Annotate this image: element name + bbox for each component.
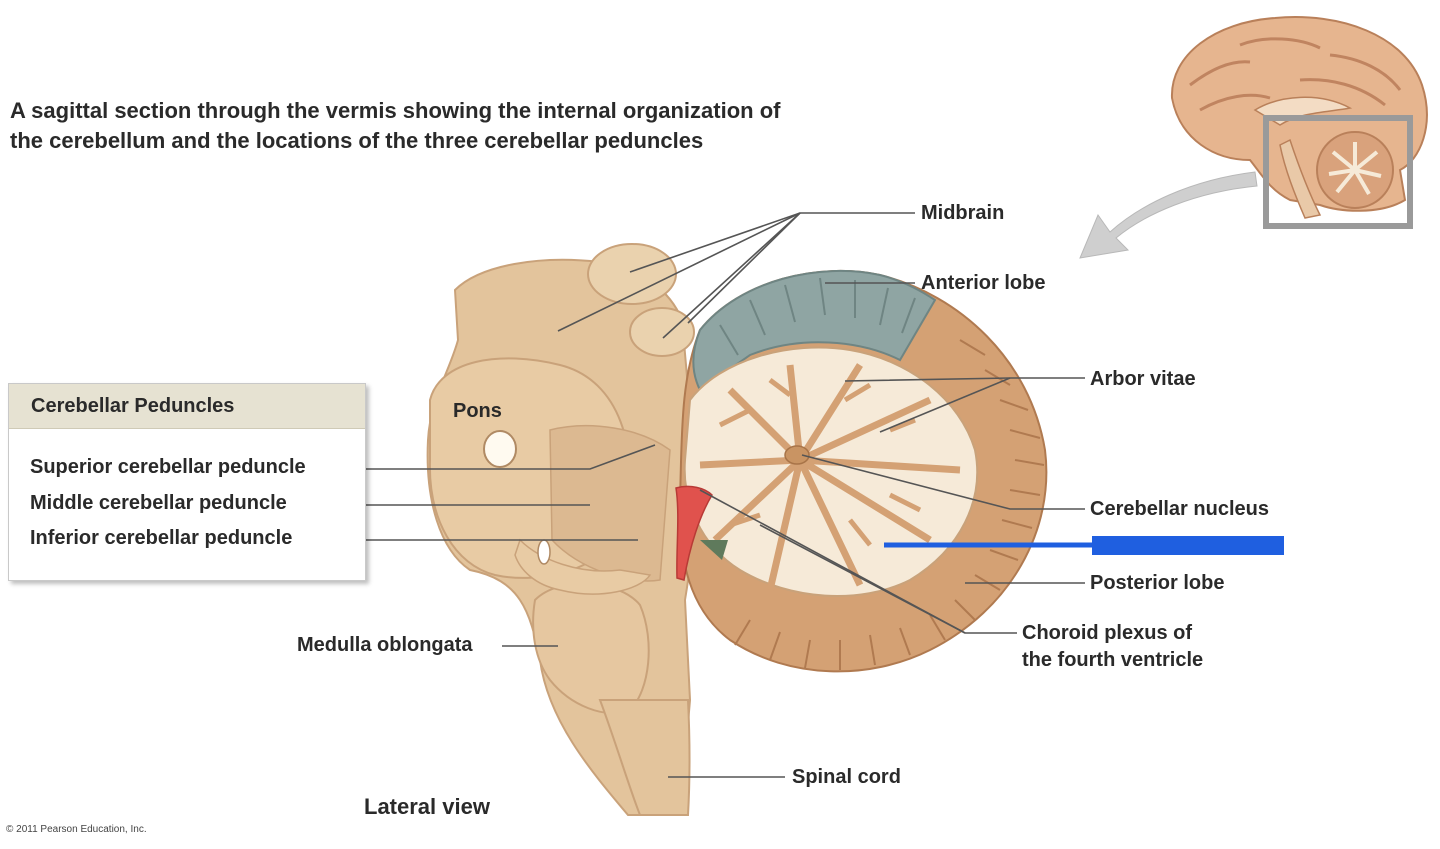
caption-line-2: the cerebellum and the locations of the … bbox=[10, 128, 704, 153]
choroid-plexus bbox=[675, 485, 713, 581]
inferior-colliculus bbox=[629, 307, 695, 357]
label-choroid-line-2: the fourth ventricle bbox=[1022, 649, 1204, 671]
spinal-cord bbox=[598, 699, 691, 816]
legend-item-inferior-peduncle: Inferior cerebellar peduncle bbox=[30, 527, 293, 549]
peduncles-title: Cerebellar Peduncles bbox=[9, 384, 365, 429]
label-spinal-cord: Spinal cord bbox=[792, 766, 901, 788]
label-arbor-vitae: Arbor vitae bbox=[1090, 368, 1196, 390]
caption-line-1: A sagittal section through the vermis sh… bbox=[10, 98, 781, 123]
label-midbrain: Midbrain bbox=[921, 202, 1005, 224]
label-medulla-oblongata: Medulla oblongata bbox=[297, 634, 473, 656]
label-pons: Pons bbox=[453, 400, 502, 422]
legend-item-superior-peduncle: Superior cerebellar peduncle bbox=[30, 456, 306, 478]
label-anterior-lobe: Anterior lobe bbox=[921, 272, 1046, 294]
label-lateral-view: Lateral view bbox=[364, 794, 490, 819]
orientation-arrow bbox=[1079, 171, 1258, 259]
inset-brain-thumbnail bbox=[1170, 16, 1428, 229]
peduncles-legend: Cerebellar Peduncles Superior cerebellar… bbox=[8, 383, 366, 581]
leader-lines bbox=[355, 212, 1085, 778]
anterior-lobe bbox=[692, 269, 937, 392]
label-posterior-lobe: Posterior lobe bbox=[1090, 572, 1225, 594]
peduncle-stalk bbox=[549, 425, 671, 582]
cerebellar-nucleus bbox=[784, 445, 810, 465]
label-cerebellar-nucleus: Cerebellar nucleus bbox=[1090, 498, 1269, 520]
label-choroid-line-1: Choroid plexus of bbox=[1022, 622, 1192, 644]
brainstem bbox=[426, 243, 697, 816]
figure-caption: A sagittal section through the vermis sh… bbox=[10, 96, 910, 156]
highlight-bar bbox=[1092, 536, 1284, 555]
copyright-notice: © 2011 Pearson Education, Inc. bbox=[6, 824, 147, 835]
legend-item-middle-peduncle: Middle cerebellar peduncle bbox=[30, 492, 287, 514]
